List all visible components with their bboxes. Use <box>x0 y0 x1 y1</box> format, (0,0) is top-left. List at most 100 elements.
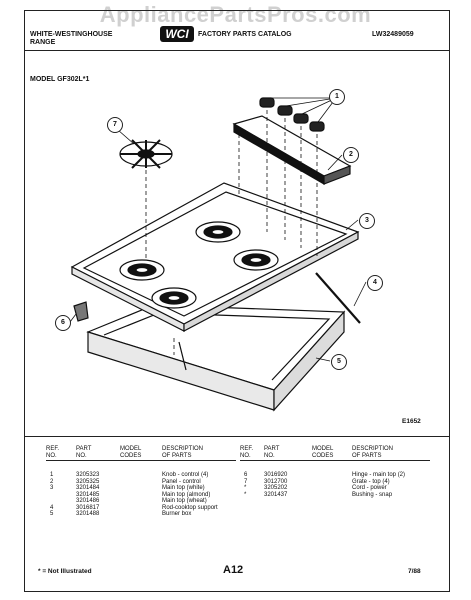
main-top-part <box>70 182 360 332</box>
left-header-rule <box>46 460 236 461</box>
row-part: 3201437 <box>264 491 288 498</box>
table-top-rule <box>24 436 449 437</box>
model-number: MODEL GF302L*1 <box>30 76 90 83</box>
hdr-desc-left-1: DESCRIPTION <box>162 446 204 452</box>
hdr-model-right: MODEL CODES <box>312 446 333 459</box>
row-desc: Bushing - snap <box>352 491 393 498</box>
row-desc: Hinge - main top (2) <box>352 472 406 478</box>
table-row: 5 3201488 Burner box <box>46 511 236 518</box>
row-ref: 6 <box>244 472 248 478</box>
row-desc: Panel - control <box>162 478 201 485</box>
row-part: 3201484 <box>76 485 100 491</box>
hdr-desc-right-1: DESCRIPTION <box>352 446 394 452</box>
row-ref: 5 <box>50 511 54 517</box>
hdr-model-right-1: MODEL <box>312 446 334 452</box>
row-desc: Main top (almond) <box>162 491 211 498</box>
table-row: 3201485 Main top (almond) <box>46 492 236 499</box>
doc-number: LW32489059 <box>372 31 414 38</box>
table-row: 1 3205323 Knob - control (4) <box>46 472 236 479</box>
callout-6: 6 <box>55 315 71 331</box>
callout-1: 1 <box>329 89 345 105</box>
hdr-ref-left-1: REF. <box>46 446 60 452</box>
callout-7: 7 <box>107 117 123 133</box>
table-row: 2 3205325 Panel - control <box>46 479 236 486</box>
hdr-model-left-1: MODEL <box>120 446 142 452</box>
hdr-part-right-1: PART <box>264 446 280 452</box>
hdr-desc-right-2: OF PARTS <box>352 452 382 459</box>
table-row: 6 3016920 Hinge - main top (2) <box>240 472 435 479</box>
left-parts-table: 1 3205323 Knob - control (4) 2 3205325 P… <box>46 472 236 518</box>
support-rod-part <box>315 272 361 324</box>
grate-part <box>119 139 173 169</box>
hdr-ref-right: REF. NO. <box>240 446 253 459</box>
right-parts-table: 6 3016920 Hinge - main top (2) 7 3012700… <box>240 472 435 498</box>
table-row: 4 3016817 Rod-cooktop support <box>46 505 236 512</box>
row-ref: 4 <box>50 504 54 511</box>
row-part: 3201486 <box>76 498 100 504</box>
wci-logo: WCI <box>160 26 194 42</box>
table-row: 3201486 Main top (wheat) <box>46 498 236 505</box>
row-part: 3201488 <box>76 511 100 517</box>
callout-2: 2 <box>343 147 359 163</box>
callout-4: 4 <box>367 275 383 291</box>
brand-line-2: RANGE <box>30 39 56 46</box>
catalog-date: 7/88 <box>408 568 421 575</box>
table-row: * 3205202 Cord - power <box>240 485 435 492</box>
callout-3: 3 <box>359 213 375 229</box>
row-part: 3201485 <box>76 491 100 498</box>
row-ref: * <box>244 485 247 491</box>
hinge-part <box>73 301 89 322</box>
burner-openings <box>119 221 279 309</box>
burner-box-part <box>86 304 346 412</box>
hdr-part-right-2: NO. <box>264 452 275 459</box>
row-desc: Cord - power <box>352 485 387 491</box>
hdr-ref-right-1: REF. <box>240 446 254 452</box>
header-rule <box>24 50 449 51</box>
page-number: A12 <box>223 564 244 576</box>
row-desc: Grate - top (4) <box>352 478 390 485</box>
row-ref: 3 <box>50 485 54 491</box>
row-desc: Main top (wheat) <box>162 498 207 504</box>
row-desc: Knob - control (4) <box>162 472 209 478</box>
hdr-desc-left-2: OF PARTS <box>162 452 192 459</box>
hdr-model-left-2: CODES <box>120 452 142 459</box>
row-ref: 7 <box>244 478 248 485</box>
exploded-parts-diagram <box>69 97 367 412</box>
control-knobs-part <box>259 97 325 132</box>
hdr-desc-left: DESCRIPTION OF PARTS <box>162 446 203 459</box>
row-ref: 2 <box>50 478 54 485</box>
table-row: 3 3201484 Main top (white) <box>46 485 236 492</box>
row-ref: * <box>244 491 247 498</box>
row-ref: 1 <box>50 472 54 478</box>
hdr-ref-right-2: NO. <box>240 452 251 459</box>
row-part: 3016920 <box>264 472 288 478</box>
table-row: * 3201437 Bushing - snap <box>240 492 435 499</box>
hdr-model-right-2: CODES <box>312 452 334 459</box>
watermark: AppliancePartsPros.com <box>99 2 372 27</box>
hdr-model-left: MODEL CODES <box>120 446 141 459</box>
row-desc: Rod-cooktop support <box>162 504 218 511</box>
callout-5: 5 <box>331 354 347 370</box>
table-row: 7 3012700 Grate - top (4) <box>240 479 435 486</box>
page-border <box>24 10 450 592</box>
diagram-code: E1652 <box>402 418 421 425</box>
hdr-part-left-1: PART <box>76 446 92 452</box>
hdr-desc-right: DESCRIPTION OF PARTS <box>352 446 393 459</box>
hdr-part-left-2: NO. <box>76 452 87 459</box>
row-desc: Main top (white) <box>162 485 205 491</box>
brand-line-1: WHITE-WESTINGHOUSE <box>30 31 113 38</box>
footnote: * = Not Illustrated <box>38 568 92 575</box>
hdr-part-right: PART NO. <box>264 446 279 459</box>
row-part: 3205325 <box>76 478 100 485</box>
row-part: 3016817 <box>76 504 100 511</box>
hdr-ref-left-2: NO. <box>46 452 57 459</box>
row-part: 3205323 <box>76 472 100 478</box>
catalog-title: FACTORY PARTS CATALOG <box>198 31 292 38</box>
hdr-ref-left: REF. NO. <box>46 446 59 459</box>
right-header-rule <box>240 460 430 461</box>
control-panel-part <box>232 115 352 186</box>
row-part: 3205202 <box>264 485 288 491</box>
hdr-part-left: PART NO. <box>76 446 91 459</box>
row-desc: Burner box <box>162 511 192 517</box>
row-part: 3012700 <box>264 478 288 485</box>
